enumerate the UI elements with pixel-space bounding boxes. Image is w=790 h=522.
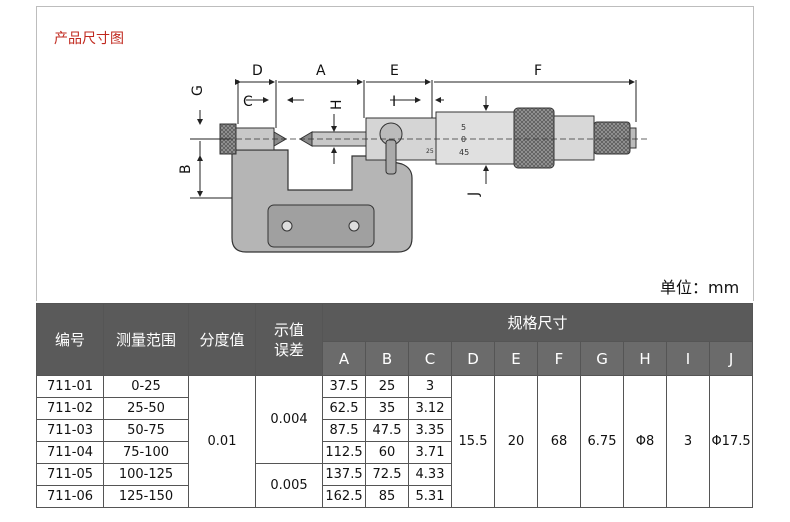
page-title: 产品尺寸图 xyxy=(54,31,124,47)
table-row: 711-02 25-50 62.5 35 3.12 xyxy=(36,397,753,420)
dim-label-c: C xyxy=(243,94,253,110)
cell-range: 75-100 xyxy=(103,441,189,464)
header-error: 示值误差 xyxy=(255,303,323,376)
cell-e: 20 xyxy=(494,375,538,508)
cell-a: 37.5 xyxy=(322,375,366,398)
cell-model: 711-06 xyxy=(36,485,104,508)
spec-col-a: A xyxy=(322,341,366,376)
cell-a: 112.5 xyxy=(322,441,366,464)
scale-mark: 25 xyxy=(426,148,434,155)
scale-mark: 5 xyxy=(461,123,466,132)
cell-b: 35 xyxy=(365,397,409,420)
spec-col-d: D xyxy=(451,341,495,376)
cell-range: 100-125 xyxy=(103,463,189,486)
cell-error: 0.004 xyxy=(255,375,323,464)
micrometer-diagram: 5 0 45 25 D A E F G C xyxy=(178,63,650,253)
table-row: 711-03 50-75 87.5 47.5 3.35 xyxy=(36,419,753,442)
cell-a: 87.5 xyxy=(322,419,366,442)
thimble xyxy=(435,111,515,165)
cell-c: 3.35 xyxy=(408,419,452,442)
cell-resolution: 0.01 xyxy=(188,375,256,508)
spec-col-j: J xyxy=(708,341,754,376)
spec-col-h: H xyxy=(623,341,667,376)
cell-model: 711-04 xyxy=(36,441,104,464)
cell-b: 85 xyxy=(365,485,409,508)
thimble-grip xyxy=(513,107,555,169)
cell-b: 72.5 xyxy=(365,463,409,486)
spec-col-f: F xyxy=(537,341,581,376)
header-model: 编号 xyxy=(36,303,104,376)
cell-range: 25-50 xyxy=(103,397,189,420)
table-row: 711-05 100-125 0.005 137.5 72.5 4.33 xyxy=(36,463,753,508)
cell-i: 3 xyxy=(666,375,710,508)
table-row: 711-04 75-100 112.5 60 3.71 xyxy=(36,441,753,464)
cell-range: 0-25 xyxy=(103,375,189,398)
scale-mark: 45 xyxy=(459,148,469,157)
cell-d: 15.5 xyxy=(451,375,495,508)
cell-range: 50-75 xyxy=(103,419,189,442)
header-spec: 规格尺寸 xyxy=(321,303,754,342)
cell-error: 0.005 xyxy=(255,463,323,508)
cell-g: 6.75 xyxy=(580,375,624,508)
dim-label-d: D xyxy=(252,63,263,79)
header-range: 测量范围 xyxy=(103,303,189,376)
cell-model: 711-01 xyxy=(36,375,104,398)
cell-a: 162.5 xyxy=(322,485,366,508)
unit-label: 单位：mm xyxy=(660,278,740,297)
spec-table: 编号 测量范围 分度值 示值误差 规格尺寸 A B C D E F G H I … xyxy=(36,303,754,508)
table-row: 711-06 125-150 162.5 85 5.31 xyxy=(36,485,753,508)
dim-label-j: J xyxy=(466,192,482,197)
cell-c: 3.12 xyxy=(408,397,452,420)
spec-col-i: I xyxy=(666,341,710,376)
cell-c: 5.31 xyxy=(408,485,452,508)
cell-c: 3.71 xyxy=(408,441,452,464)
spec-col-e: E xyxy=(494,341,538,376)
cell-b: 25 xyxy=(365,375,409,398)
dim-label-i: I xyxy=(392,94,396,110)
dim-label-a: A xyxy=(316,63,326,79)
cell-b: 60 xyxy=(365,441,409,464)
cell-model: 711-03 xyxy=(36,419,104,442)
cell-range: 125-150 xyxy=(103,485,189,508)
cell-f: 68 xyxy=(537,375,581,508)
spec-col-b: B xyxy=(365,341,409,376)
scale-mark: 0 xyxy=(461,135,466,144)
frame-plate xyxy=(267,204,375,248)
dim-label-f: F xyxy=(534,63,542,79)
table-row: 711-01 0-25 0.01 0.004 37.5 25 3 15.5 20… xyxy=(36,375,754,508)
cell-a: 62.5 xyxy=(322,397,366,420)
cell-b: 47.5 xyxy=(365,419,409,442)
cell-c: 3 xyxy=(408,375,452,398)
cell-a: 137.5 xyxy=(322,463,366,486)
cell-j: Φ17.5 xyxy=(708,375,754,508)
dim-label-g: G xyxy=(190,85,206,96)
dim-label-h: H xyxy=(329,99,345,110)
cell-h: Φ8 xyxy=(623,375,667,508)
cell-c: 4.33 xyxy=(408,463,452,486)
header-resolution: 分度值 xyxy=(188,303,256,376)
dim-label-b: B xyxy=(178,164,194,174)
spec-col-g: G xyxy=(580,341,624,376)
ratchet xyxy=(593,121,631,155)
cell-model: 711-02 xyxy=(36,397,104,420)
spec-col-c: C xyxy=(408,341,452,376)
dim-label-e: E xyxy=(390,63,399,79)
cell-model: 711-05 xyxy=(36,463,104,486)
